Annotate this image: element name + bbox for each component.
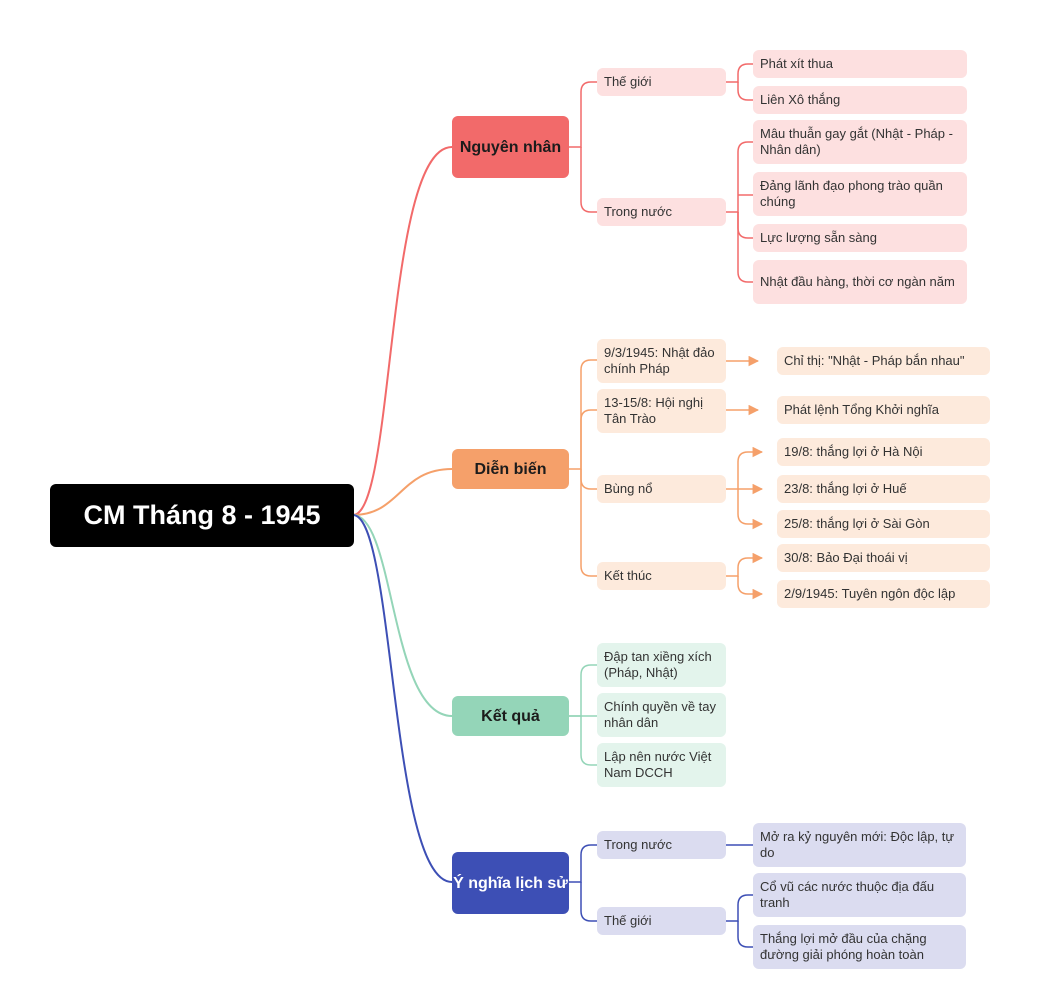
leaf-co-vu[interactable]: Cổ vũ các nước thuộc địa đấu tranh xyxy=(753,873,966,917)
leaf-phat-xit-thua[interactable]: Phát xít thua xyxy=(753,50,967,78)
leaf-sai-gon[interactable]: 25/8: thắng lợi ở Sài Gòn xyxy=(777,510,990,538)
leaf-nhat-dau-hang[interactable]: Nhật đầu hàng, thời cơ ngàn năm xyxy=(753,260,967,304)
node-trong-nuoc[interactable]: Trong nước xyxy=(597,198,726,226)
branch-dien-bien[interactable]: Diễn biến xyxy=(452,449,569,489)
leaf-lien-xo-thang[interactable]: Liên Xô thắng xyxy=(753,86,967,114)
leaf-luc-luong[interactable]: Lực lượng sẵn sàng xyxy=(753,224,967,252)
leaf-hue[interactable]: 23/8: thắng lợi ở Huế xyxy=(777,475,990,503)
node-lap-nen[interactable]: Lập nên nước Việt Nam DCCH xyxy=(597,743,726,787)
leaf-mau-thuan[interactable]: Mâu thuẫn gay gắt (Nhật - Pháp - Nhân dâ… xyxy=(753,120,967,164)
leaf-chi-thi[interactable]: Chỉ thị: "Nhật - Pháp bắn nhau" xyxy=(777,347,990,375)
leaf-bao-dai[interactable]: 30/8: Bảo Đại thoái vị xyxy=(777,544,990,572)
leaf-phat-lenh[interactable]: Phát lệnh Tổng Khởi nghĩa xyxy=(777,396,990,424)
node-13-15-8[interactable]: 13-15/8: Hội nghị Tân Trào xyxy=(597,389,726,433)
node-ket-thuc[interactable]: Kết thúc xyxy=(597,562,726,590)
node-the-gioi-yn[interactable]: Thế giới xyxy=(597,907,726,935)
node-9-3-1945[interactable]: 9/3/1945: Nhật đảo chính Pháp xyxy=(597,339,726,383)
branch-nguyen-nhan[interactable]: Nguyên nhân xyxy=(452,116,569,178)
leaf-ha-noi[interactable]: 19/8: thắng lợi ở Hà Nội xyxy=(777,438,990,466)
node-trong-nuoc-yn[interactable]: Trong nước xyxy=(597,831,726,859)
node-dap-tan[interactable]: Đập tan xiềng xích (Pháp, Nhật) xyxy=(597,643,726,687)
node-chinh-quyen[interactable]: Chính quyền về tay nhân dân xyxy=(597,693,726,737)
leaf-dang-lanh-dao[interactable]: Đảng lãnh đạo phong trào quần chúng xyxy=(753,172,967,216)
branch-y-nghia[interactable]: Ý nghĩa lịch sử xyxy=(452,852,569,914)
root-node[interactable]: CM Tháng 8 - 1945 xyxy=(50,484,354,547)
leaf-tuyen-ngon[interactable]: 2/9/1945: Tuyên ngôn độc lập xyxy=(777,580,990,608)
node-bung-no[interactable]: Bùng nổ xyxy=(597,475,726,503)
branch-ket-qua[interactable]: Kết quả xyxy=(452,696,569,736)
leaf-thang-loi[interactable]: Thắng lợi mở đầu của chặng đường giải ph… xyxy=(753,925,966,969)
leaf-ky-nguyen[interactable]: Mở ra kỷ nguyên mới: Độc lập, tự do xyxy=(753,823,966,867)
node-the-gioi[interactable]: Thế giới xyxy=(597,68,726,96)
